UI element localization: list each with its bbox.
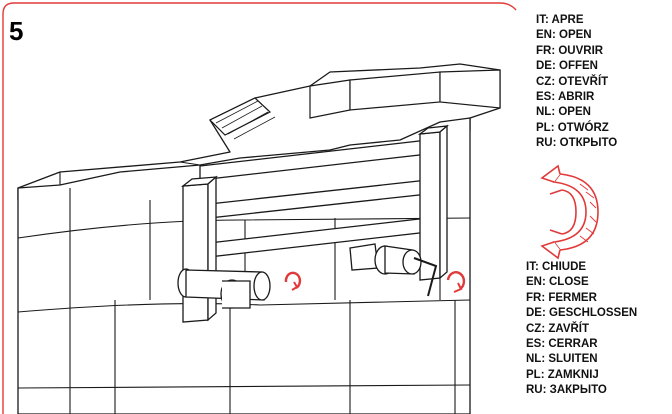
open-label-it: IT: APRE	[536, 14, 584, 26]
rotate-icon-right-valve	[446, 271, 466, 293]
open-label-fr: FR: OUVRIR	[536, 44, 604, 57]
ramp-hatching	[215, 100, 276, 140]
close-label-cz: CZ: ZAVŘÍT	[526, 322, 590, 335]
radiator-right-column	[417, 124, 450, 281]
open-label-pl: PL: OTWÓRZ	[536, 121, 609, 134]
frame-border	[2, 2, 517, 414]
open-label-es: ES: ABRIR	[536, 91, 595, 104]
left-valve	[177, 268, 271, 309]
open-label-cz: CZ: OTEVŘÍT	[536, 75, 609, 88]
open-label-de: DE: OFFEN	[536, 60, 598, 73]
close-label-de: DE: GESCHLOSSEN	[526, 307, 638, 320]
top-blocks	[208, 69, 501, 136]
close-label-ru: RU: ЗАКРЫТО	[526, 384, 607, 397]
close-label-it: IT: CHIUDE	[526, 261, 587, 273]
radiator-left-column	[180, 175, 218, 323]
close-label-fr: FR: FERMER	[526, 291, 597, 304]
close-label-es: ES: CERRAR	[526, 338, 598, 351]
close-label-pl: PL: ZAMKNIJ	[526, 368, 599, 381]
close-label-nl: NL: SLUITEN	[526, 353, 598, 366]
open-label-nl: NL: OPEN	[536, 106, 591, 119]
rotate-icon-open-close	[540, 164, 599, 260]
open-label-ru: RU: ОТКРЫТО	[536, 137, 618, 150]
right-valve	[349, 243, 438, 297]
step-number: 5	[9, 16, 24, 46]
open-label-list: IT: APRE EN: OPEN FR: OUVRIR DE: OFFEN C…	[536, 13, 617, 152]
rotate-icon-left-valve	[284, 271, 302, 291]
open-label-en: EN: OPEN	[536, 29, 592, 42]
close-label-en: EN: CLOSE	[526, 276, 589, 289]
close-label-list: IT: CHIUDE EN: CLOSE FR: FERMER DE: GESC…	[526, 260, 637, 399]
